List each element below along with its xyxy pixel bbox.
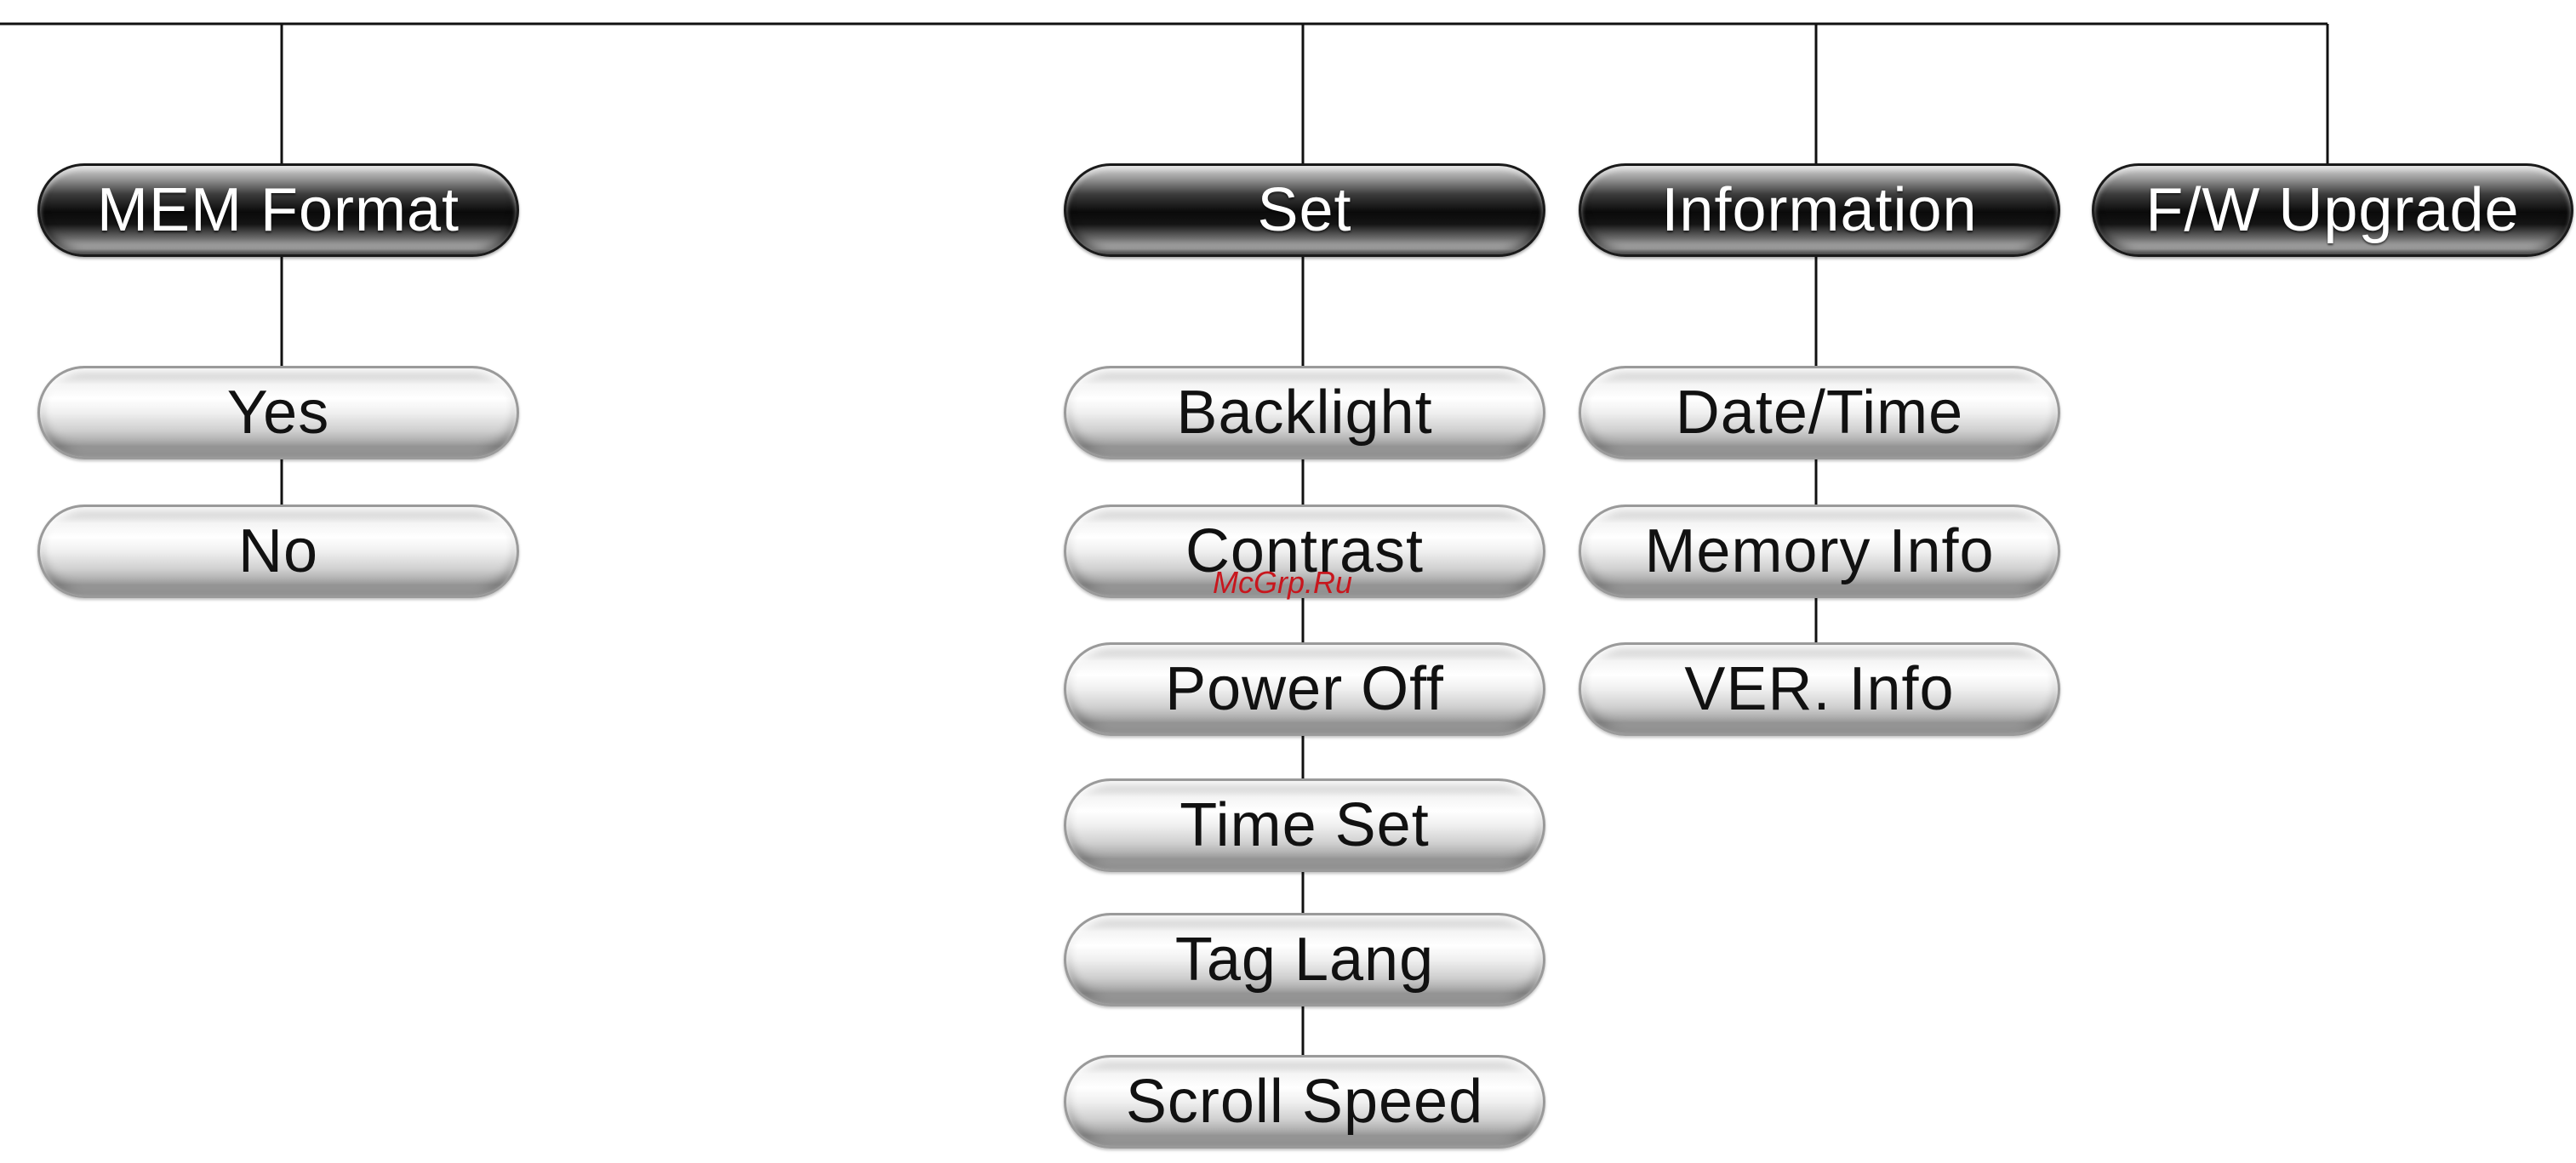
submenu-yes[interactable]: Yes (37, 366, 519, 459)
menu-mem-format[interactable]: MEM Format (37, 163, 519, 257)
submenu-time-set[interactable]: Time Set (1064, 778, 1545, 872)
submenu-backlight[interactable]: Backlight (1064, 366, 1545, 459)
menu-fw-upgrade[interactable]: F/W Upgrade (2092, 163, 2573, 257)
submenu-tag-lang[interactable]: Tag Lang (1064, 913, 1545, 1006)
submenu-power-off[interactable]: Power Off (1064, 642, 1545, 736)
submenu-date-time[interactable]: Date/Time (1579, 366, 2060, 459)
submenu-scroll-speed[interactable]: Scroll Speed (1064, 1055, 1545, 1149)
menu-information[interactable]: Information (1579, 163, 2060, 257)
watermark-text: McGrp.Ru (1213, 565, 1352, 601)
menu-set[interactable]: Set (1064, 163, 1545, 257)
submenu-memory-info[interactable]: Memory Info (1579, 505, 2060, 598)
submenu-ver-info[interactable]: VER. Info (1579, 642, 2060, 736)
submenu-no[interactable]: No (37, 505, 519, 598)
